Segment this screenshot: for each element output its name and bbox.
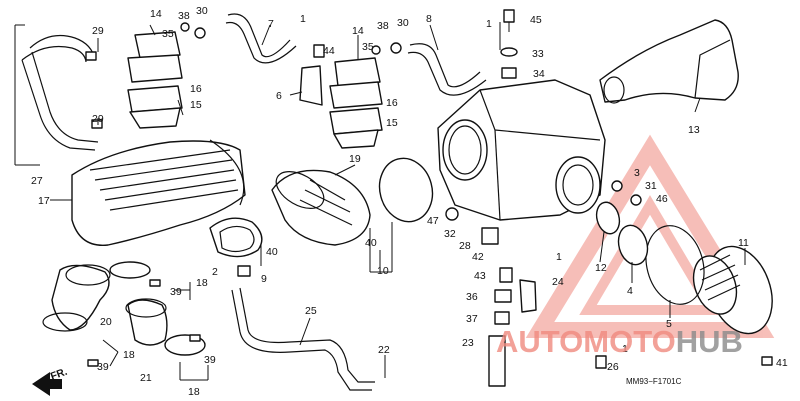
hardware-column [445, 180, 773, 387]
label-31: 31 [645, 180, 657, 192]
label-39a: 39 [170, 286, 182, 298]
leader-lines [50, 22, 746, 381]
label-38a: 38 [178, 10, 190, 22]
label-1d: 1 [622, 343, 628, 355]
label-15b: 15 [386, 117, 398, 129]
label-8: 8 [426, 13, 432, 25]
label-16a: 16 [190, 83, 202, 95]
bracket-6 [299, 65, 323, 106]
label-35b: 35 [362, 41, 374, 53]
label-37: 37 [466, 313, 478, 325]
intake-duct-20 [42, 261, 151, 332]
label-39c: 39 [204, 354, 216, 366]
plate-9 [209, 217, 263, 258]
screen-12 [595, 201, 621, 235]
label-30b: 30 [397, 17, 409, 29]
label-18b: 18 [123, 349, 135, 361]
label-33: 33 [532, 48, 544, 60]
resonator-right [329, 42, 402, 149]
front-arrow-icon [32, 372, 62, 396]
front-label: FR. [49, 366, 69, 383]
label-38b: 38 [377, 20, 389, 32]
label-47: 47 [427, 215, 439, 227]
label-35a: 35 [162, 28, 174, 40]
label-41: 41 [776, 357, 788, 369]
seal-5 [645, 225, 705, 305]
label-44: 44 [323, 45, 335, 57]
label-4: 4 [627, 285, 633, 297]
label-29b: 29 [92, 113, 104, 125]
label-27: 27 [31, 175, 43, 187]
label-3: 3 [634, 167, 640, 179]
label-10: 10 [377, 265, 389, 277]
label-1c: 1 [556, 251, 562, 263]
drain-tube-25 [239, 287, 375, 383]
label-13: 13 [688, 124, 700, 136]
breather-tube-27 [21, 35, 103, 151]
label-40a: 40 [365, 237, 377, 249]
snorkel-duct-13 [599, 19, 739, 104]
watermark-part2: HUB [676, 324, 743, 359]
diagram-code: MM93−F1701C [626, 377, 682, 386]
label-18c: 18 [188, 386, 200, 398]
watermark-text: AUTOMOTOHUB [496, 324, 743, 359]
label-9: 9 [261, 273, 267, 285]
label-29a: 29 [92, 25, 104, 37]
label-45: 45 [530, 14, 542, 26]
label-12: 12 [595, 262, 607, 274]
label-1a: 1 [300, 13, 306, 25]
label-42: 42 [472, 251, 484, 263]
label-11: 11 [738, 237, 749, 249]
label-30a: 30 [196, 5, 208, 17]
intake-duct-21 [125, 298, 206, 356]
label-2: 2 [212, 266, 218, 278]
label-39b: 39 [97, 361, 109, 373]
air-cleaner-cover-17 [71, 139, 246, 246]
ring-4 [617, 224, 649, 266]
label-32: 32 [444, 228, 456, 240]
label-20: 20 [100, 316, 112, 328]
label-25: 25 [305, 305, 317, 317]
label-21: 21 [140, 372, 152, 384]
label-23: 23 [462, 337, 474, 349]
label-34: 34 [533, 68, 545, 80]
label-7: 7 [268, 18, 274, 30]
label-1b: 1 [486, 18, 492, 30]
top-bolts [87, 9, 518, 367]
label-36: 36 [466, 291, 478, 303]
watermark-triangle [525, 134, 775, 338]
label-24: 24 [552, 276, 564, 288]
label-14b: 14 [352, 25, 364, 37]
watermark-part1: AUTOMOTO [496, 324, 676, 359]
air-cleaner-case [437, 79, 606, 221]
label-14a: 14 [150, 8, 162, 20]
label-16b: 16 [386, 97, 398, 109]
label-15a: 15 [190, 99, 202, 111]
label-43: 43 [474, 270, 486, 282]
connecting-tube-19 [271, 169, 371, 246]
clamp-band-10 [378, 157, 434, 223]
label-5: 5 [666, 318, 672, 330]
resonator-left [127, 22, 206, 129]
part-labels: 27 29 29 17 14 38 30 35 16 15 7 1 44 6 1… [31, 5, 788, 398]
label-18a: 18 [196, 277, 208, 289]
label-40b: 40 [266, 246, 278, 258]
label-22: 22 [378, 344, 390, 356]
label-6: 6 [276, 90, 282, 102]
label-46: 46 [656, 193, 668, 205]
label-28: 28 [459, 240, 471, 252]
hose-7 [227, 13, 291, 58]
label-19: 19 [349, 153, 361, 165]
label-26: 26 [607, 361, 619, 373]
label-17: 17 [38, 195, 50, 207]
hose-8 [409, 43, 481, 88]
